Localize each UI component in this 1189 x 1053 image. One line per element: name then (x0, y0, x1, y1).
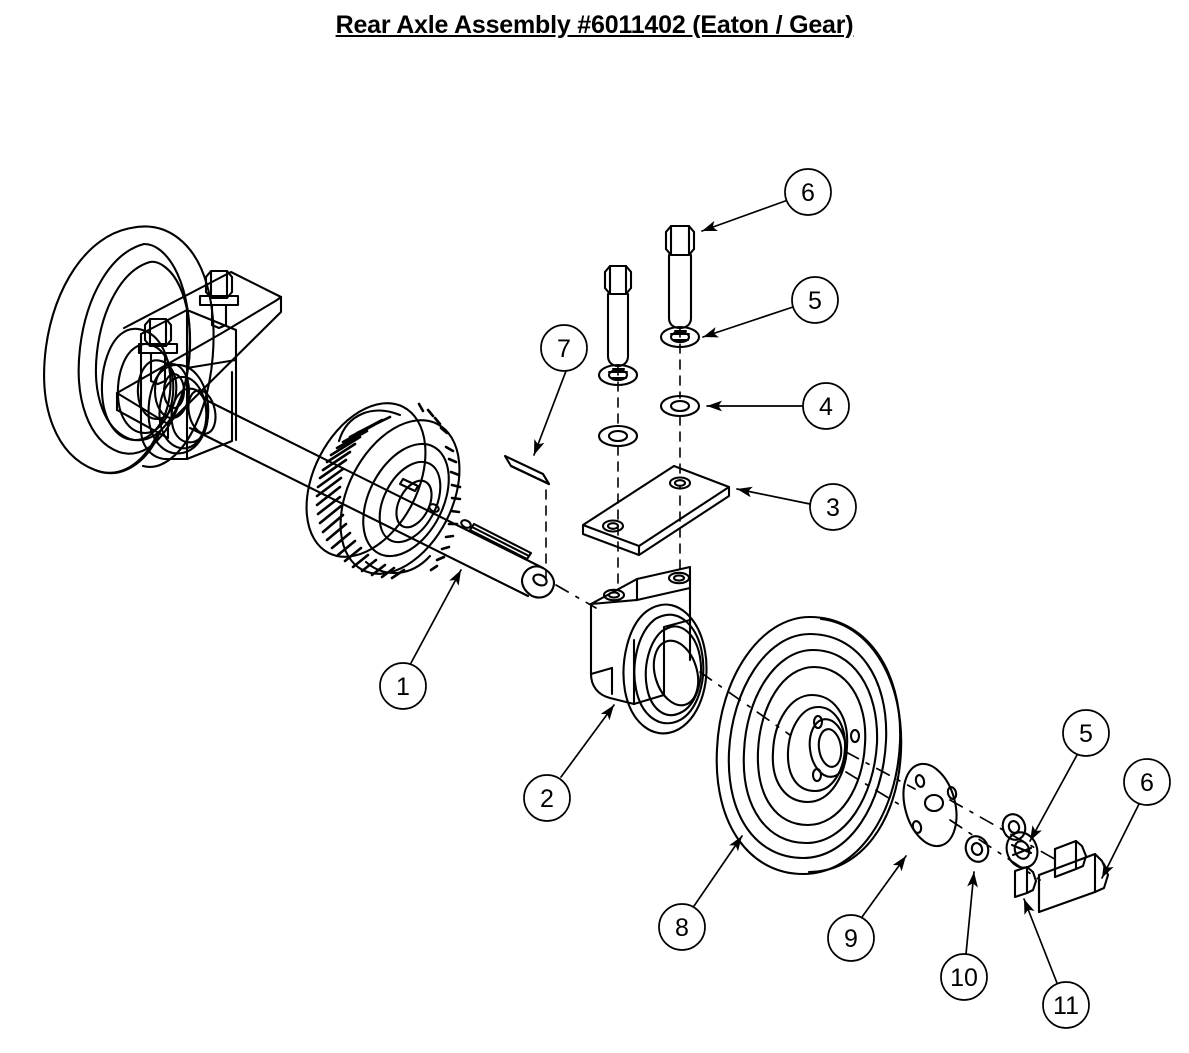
left-hex-bolt-front (137, 317, 179, 386)
callout-circle (802, 382, 850, 430)
callout-circle (523, 774, 571, 822)
callout-11[interactable]: 11 (1042, 981, 1090, 1029)
callout-8[interactable]: 8 (658, 903, 706, 951)
wheel (715, 615, 903, 876)
callout-6[interactable]: 6 (784, 168, 832, 216)
pillow-block-bearing (589, 565, 708, 735)
callout-circle (379, 662, 427, 710)
callout-5[interactable]: 5 (1062, 709, 1110, 757)
callout-label: 5 (1079, 720, 1093, 748)
hub-bolts (1013, 839, 1110, 914)
hex-bolt-right-top (664, 224, 696, 330)
callout-label: 8 (675, 914, 689, 942)
flat-washer-right-top (659, 394, 701, 418)
callout-label: 4 (819, 393, 833, 421)
callout-label: 10 (950, 964, 978, 992)
left-hex-bolt-rear (198, 269, 240, 330)
callout-bubbles: 1 2 3 4 5 6 7 8 9 10 11 5 6 (379, 168, 1171, 1029)
callout-circle (791, 276, 839, 324)
fastener-stack-left (597, 264, 639, 448)
callout-10[interactable]: 10 (940, 953, 988, 1001)
callout-label: 7 (557, 335, 571, 363)
title-bar: Rear Axle Assembly #6011402 (Eaton / Gea… (0, 0, 1189, 50)
centerline-stacks (617, 327, 681, 591)
mounting-plate (581, 464, 731, 557)
lock-washer-right-lower (1005, 831, 1039, 869)
callout-1[interactable]: 1 (379, 662, 427, 710)
callout-2[interactable]: 2 (523, 774, 571, 822)
lock-washer-right-top (659, 325, 701, 349)
assembly-axis (555, 584, 1061, 881)
callout-9[interactable]: 9 (827, 914, 875, 962)
left-mounting-plate (115, 270, 283, 440)
callout-3[interactable]: 3 (809, 483, 857, 531)
callout-label: 6 (801, 179, 815, 207)
callout-circle (658, 903, 706, 951)
callout-circle (1062, 709, 1110, 757)
callout-circle (827, 914, 875, 962)
shaft-key (503, 454, 551, 486)
callout-circle (784, 168, 832, 216)
callout-circle (809, 483, 857, 531)
callout-7[interactable]: 7 (540, 324, 588, 372)
page-title: Rear Axle Assembly #6011402 (Eaton / Gea… (335, 10, 854, 39)
callout-label: 5 (808, 287, 822, 315)
left-wheel-assembly (43, 225, 215, 475)
callout-circle (940, 953, 988, 1001)
hub-flange (902, 762, 958, 848)
callout-leaders (410, 199, 1140, 984)
callout-label: 9 (844, 925, 858, 953)
callout-label: 6 (1140, 769, 1154, 797)
callout-5[interactable]: 5 (791, 276, 839, 324)
flat-washer-left (597, 424, 639, 448)
fastener-stack-right (659, 224, 701, 418)
callout-label: 2 (540, 785, 554, 813)
callout-4[interactable]: 4 (802, 382, 850, 430)
callout-circle (1123, 758, 1171, 806)
axle-shaft (188, 398, 556, 599)
callout-circle (1042, 981, 1090, 1029)
callout-6[interactable]: 6 (1123, 758, 1171, 806)
hex-bolt-left (603, 264, 633, 368)
callout-label: 11 (1053, 992, 1079, 1020)
callout-label: 3 (826, 494, 840, 522)
callout-label: 1 (396, 673, 410, 701)
callout-circle (540, 324, 588, 372)
gear-teeth (315, 402, 462, 580)
